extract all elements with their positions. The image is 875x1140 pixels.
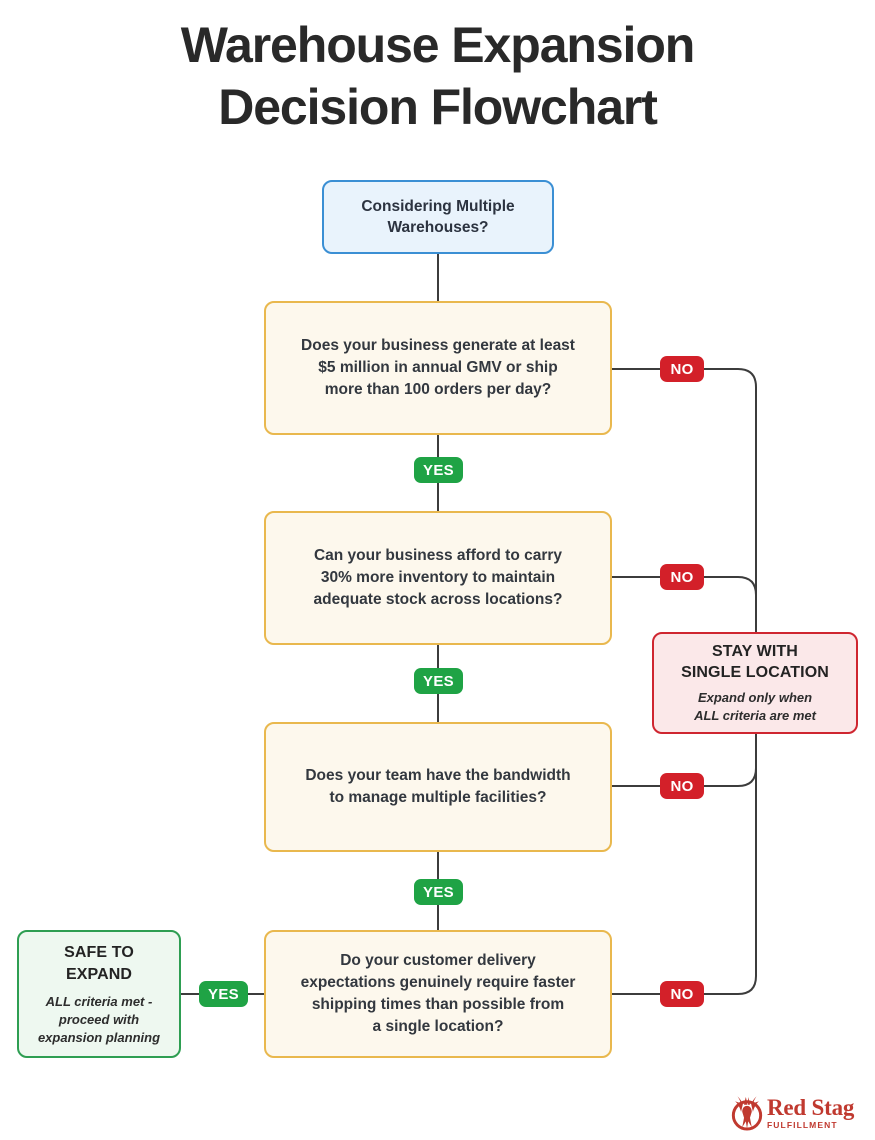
node-decision-delivery-expectations-text: Do your customer delivery expectations g…	[300, 952, 576, 1035]
edge-label-yes-q2-to-q3: YES	[414, 668, 463, 694]
edge-label-no-q1-to-stay: NO	[660, 356, 704, 382]
node-decision-revenue-threshold-text: Does your business generate at least $5 …	[301, 337, 575, 398]
node-decision-inventory-capacity-text: Can your business afford to carry 30% mo…	[313, 547, 563, 608]
edge-label-yes-q3-to-q4: YES	[414, 879, 463, 905]
stag-antlers-circle-icon	[731, 1096, 763, 1131]
edge-label-no-q4-to-stay: NO	[660, 981, 704, 1007]
page-title-line-2: Decision Flowchart	[218, 79, 658, 135]
edge-label-no-q3-to-stay: NO	[660, 773, 704, 799]
node-start-considering-multiple-warehouses[interactable]: Considering Multiple Warehouses?	[322, 180, 554, 254]
brand-logo: Red Stag FULFILLMENT	[728, 1092, 860, 1134]
node-outcome-stay-heading: STAY WITH SINGLE LOCATION	[681, 643, 829, 681]
edge-label-yes-q1-to-q2: YES	[414, 457, 463, 483]
node-outcome-stay-subtext: Expand only when ALL criteria are met	[694, 690, 816, 723]
node-decision-team-bandwidth[interactable]: Does your team have the bandwidth to man…	[264, 722, 612, 852]
node-outcome-safe-subtext: ALL criteria met - proceed with expansio…	[37, 993, 161, 1045]
node-decision-inventory-capacity[interactable]: Can your business afford to carry 30% mo…	[264, 511, 612, 645]
edge-label-no-q2-to-stay: NO	[660, 564, 704, 590]
connector-q1-no-to-stay	[612, 368, 757, 632]
edge-label-yes-q4-to-safe: YES	[199, 981, 248, 1007]
brand-logo-tagline: FULFILLMENT	[767, 1120, 838, 1130]
node-decision-revenue-threshold[interactable]: Does your business generate at least $5 …	[264, 301, 612, 435]
page-title: Warehouse Expansion Decision Flowchart	[0, 14, 875, 138]
node-outcome-safe-heading: SAFE TO EXPAND	[64, 943, 134, 983]
connector-q2-no-to-stay	[612, 576, 757, 632]
page-title-line-1: Warehouse Expansion	[180, 17, 696, 73]
node-outcome-safe-to-expand[interactable]: SAFE TO EXPAND ALL criteria met - procee…	[17, 930, 181, 1058]
node-start-text: Considering Multiple Warehouses?	[361, 198, 515, 236]
node-decision-team-bandwidth-text: Does your team have the bandwidth to man…	[305, 767, 571, 806]
connector-q4-no-to-stay	[612, 734, 757, 995]
brand-logo-wordmark: Red Stag FULFILLMENT	[767, 1096, 854, 1130]
brand-logo-name: Red Stag	[767, 1095, 855, 1120]
node-outcome-stay-single-location[interactable]: STAY WITH SINGLE LOCATION Expand only wh…	[652, 632, 858, 734]
node-decision-delivery-expectations[interactable]: Do your customer delivery expectations g…	[264, 930, 612, 1058]
